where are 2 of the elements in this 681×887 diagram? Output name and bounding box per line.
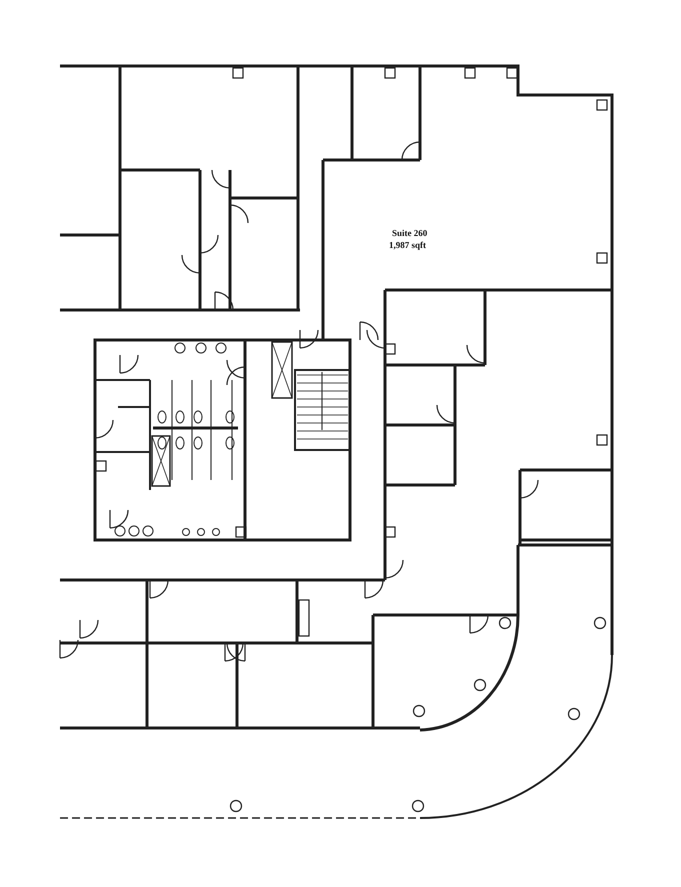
area-label: 1,987 sqft xyxy=(389,240,426,250)
room-label: Suite 260 xyxy=(392,228,428,238)
